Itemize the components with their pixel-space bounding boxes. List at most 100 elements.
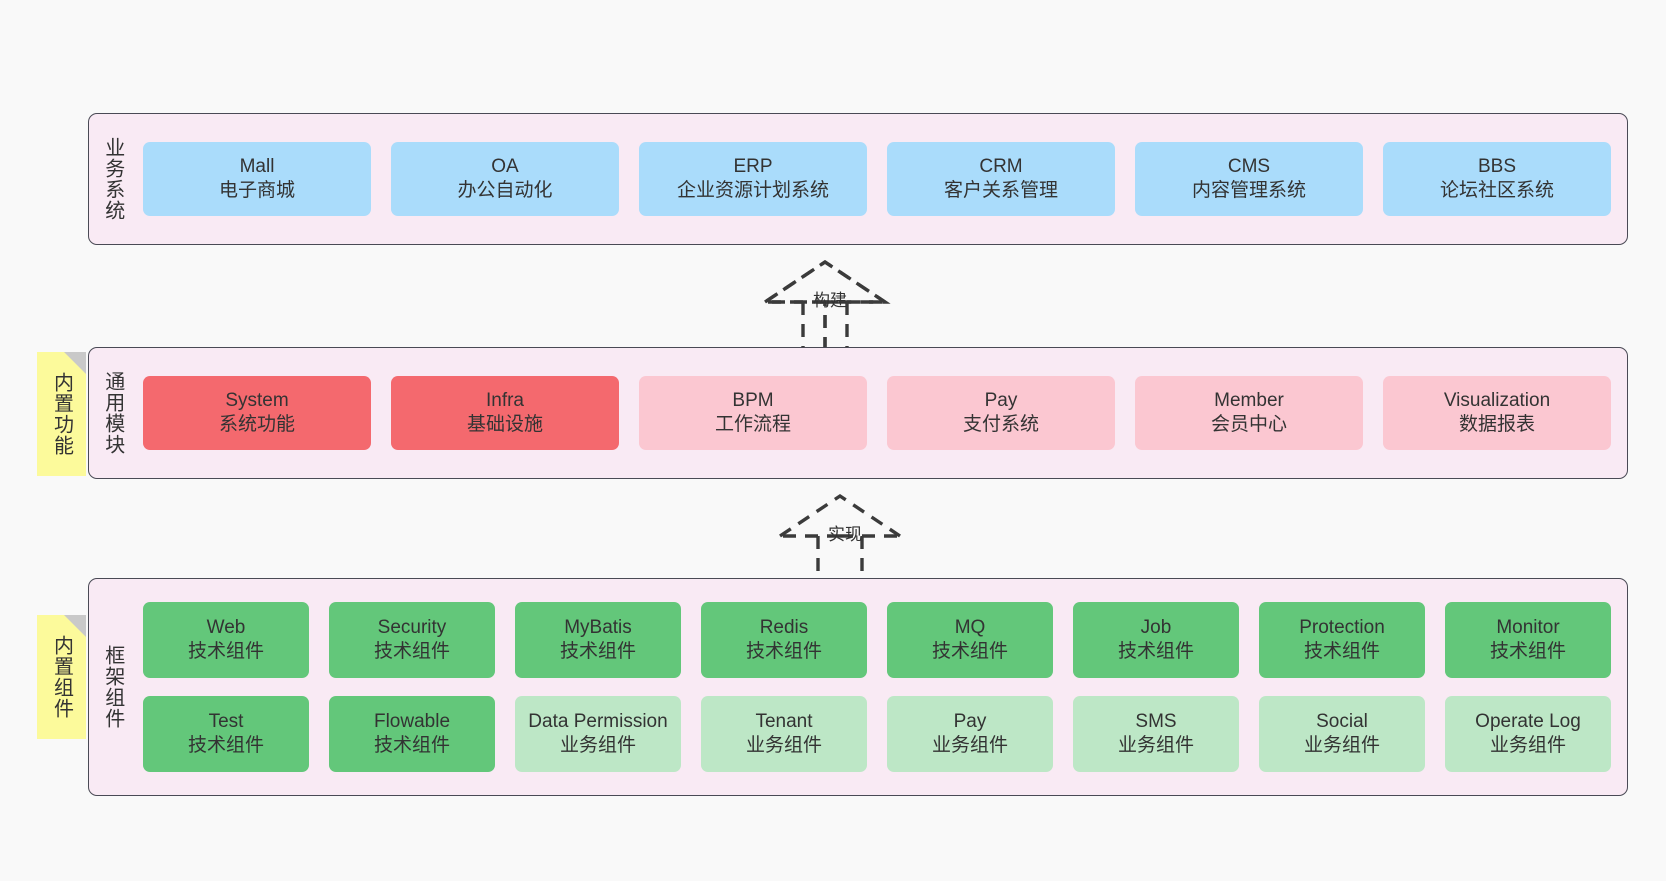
layer-label-business-system: 业务系统	[101, 137, 124, 221]
card-subtitle: 技术组件	[559, 641, 636, 662]
card-security[interactable]: Security 技术组件	[329, 602, 495, 678]
card-subtitle: 客户关系管理	[943, 180, 1058, 201]
card-title: Redis	[759, 616, 809, 638]
card-subtitle: 业务组件	[745, 735, 822, 756]
layer-body-common-module: System 系统功能 Infra 基础设施 BPM 工作流程 Pay 支付系统…	[135, 348, 1627, 478]
card-subtitle: 办公自动化	[457, 180, 553, 201]
card-crm[interactable]: CRM 客户关系管理	[887, 142, 1115, 216]
card-title: Test	[208, 710, 244, 732]
card-title: Monitor	[1496, 616, 1560, 638]
card-title: CRM	[979, 155, 1023, 177]
note-fold-corner-icon	[64, 352, 86, 374]
card-subtitle: 业务组件	[1117, 735, 1194, 756]
card-title: ERP	[733, 155, 773, 177]
card-subtitle: 电子商城	[218, 180, 295, 201]
connector-implement: 实现	[770, 492, 930, 586]
card-subtitle: 企业资源计划系统	[676, 180, 829, 201]
card-subtitle: 技术组件	[1117, 641, 1194, 662]
card-subtitle: 系统功能	[218, 414, 295, 435]
card-title: MQ	[954, 616, 986, 638]
card-system[interactable]: System 系统功能	[143, 376, 371, 450]
card-subtitle: 基础设施	[466, 414, 543, 435]
card-subtitle: 数据报表	[1458, 414, 1535, 435]
connector-build: 构建	[755, 258, 915, 352]
card-title: Operate Log	[1475, 710, 1581, 732]
card-monitor[interactable]: Monitor 技术组件	[1445, 602, 1611, 678]
note-fold-corner-icon	[64, 615, 86, 637]
connector-label-build: 构建	[813, 291, 847, 310]
note-label: 内置功能	[50, 372, 73, 456]
card-title: Data Permission	[528, 710, 668, 732]
card-redis[interactable]: Redis 技术组件	[701, 602, 867, 678]
card-subtitle: 工作流程	[714, 414, 791, 435]
card-title: Security	[377, 616, 447, 638]
card-tenant[interactable]: Tenant 业务组件	[701, 696, 867, 772]
card-cms[interactable]: CMS 内容管理系统	[1135, 142, 1363, 216]
layer-body-business-system: Mall 电子商城 OA 办公自动化 ERP 企业资源计划系统 CRM 客户关系…	[135, 114, 1627, 244]
card-subtitle: 业务组件	[559, 735, 636, 756]
layer-framework-component: 框架组件 Web 技术组件 Security 技术组件 MyBatis 技术组件…	[88, 578, 1628, 796]
card-title: Visualization	[1443, 389, 1551, 411]
layer-label-common-module: 通用模块	[101, 371, 124, 455]
card-mall[interactable]: Mall 电子商城	[143, 142, 371, 216]
note-label: 内置组件	[50, 635, 73, 719]
card-infra[interactable]: Infra 基础设施	[391, 376, 619, 450]
connector-label-implement: 实现	[828, 525, 862, 544]
card-title: Job	[1140, 616, 1172, 638]
card-sms[interactable]: SMS 业务组件	[1073, 696, 1239, 772]
layer-common-module: 通用模块 System 系统功能 Infra 基础设施 BPM 工作流程 Pay…	[88, 347, 1628, 479]
card-title: MyBatis	[564, 616, 632, 638]
card-job[interactable]: Job 技术组件	[1073, 602, 1239, 678]
card-subtitle: 技术组件	[745, 641, 822, 662]
card-subtitle: 技术组件	[373, 735, 450, 756]
card-subtitle: 支付系统	[962, 414, 1039, 435]
card-operate-log[interactable]: Operate Log 业务组件	[1445, 696, 1611, 772]
card-member[interactable]: Member 会员中心	[1135, 376, 1363, 450]
card-oa[interactable]: OA 办公自动化	[391, 142, 619, 216]
card-title: BPM	[732, 389, 774, 411]
card-web[interactable]: Web 技术组件	[143, 602, 309, 678]
layer-body-framework-component: Web 技术组件 Security 技术组件 MyBatis 技术组件 Redi…	[135, 579, 1627, 795]
card-subtitle: 技术组件	[931, 641, 1008, 662]
card-test[interactable]: Test 技术组件	[143, 696, 309, 772]
card-title: System	[225, 389, 289, 411]
card-title: Web	[206, 616, 246, 638]
card-bbs[interactable]: BBS 论坛社区系统	[1383, 142, 1611, 216]
card-subtitle: 内容管理系统	[1191, 180, 1306, 201]
card-row: Mall 电子商城 OA 办公自动化 ERP 企业资源计划系统 CRM 客户关系…	[143, 142, 1611, 216]
card-flowable[interactable]: Flowable 技术组件	[329, 696, 495, 772]
card-title: Member	[1214, 389, 1284, 411]
card-title: Protection	[1299, 616, 1385, 638]
sticky-note-builtin-component: 内置组件	[37, 615, 86, 739]
card-title: Tenant	[755, 710, 813, 732]
card-bpm[interactable]: BPM 工作流程	[639, 376, 867, 450]
card-social[interactable]: Social 业务组件	[1259, 696, 1425, 772]
card-subtitle: 技术组件	[187, 641, 264, 662]
card-mybatis[interactable]: MyBatis 技术组件	[515, 602, 681, 678]
card-subtitle: 技术组件	[1489, 641, 1566, 662]
card-protection[interactable]: Protection 技术组件	[1259, 602, 1425, 678]
card-title: Pay	[953, 710, 987, 732]
card-title: Infra	[485, 389, 525, 411]
card-visualization[interactable]: Visualization 数据报表	[1383, 376, 1611, 450]
card-row: Test 技术组件 Flowable 技术组件 Data Permission …	[143, 696, 1611, 772]
card-title: Social	[1316, 710, 1368, 732]
card-subtitle: 技术组件	[373, 641, 450, 662]
card-pay-module[interactable]: Pay 支付系统	[887, 376, 1115, 450]
card-title: CMS	[1227, 155, 1271, 177]
card-title: OA	[491, 155, 519, 177]
card-row: Web 技术组件 Security 技术组件 MyBatis 技术组件 Redi…	[143, 602, 1611, 678]
card-title: SMS	[1135, 710, 1177, 732]
card-subtitle: 技术组件	[1303, 641, 1380, 662]
card-subtitle: 论坛社区系统	[1439, 180, 1554, 201]
sticky-note-builtin-function: 内置功能	[37, 352, 86, 476]
layer-business-system: 业务系统 Mall 电子商城 OA 办公自动化 ERP 企业资源计划系统 CRM…	[88, 113, 1628, 245]
card-data-permission[interactable]: Data Permission 业务组件	[515, 696, 681, 772]
card-mq[interactable]: MQ 技术组件	[887, 602, 1053, 678]
card-title: Pay	[984, 389, 1018, 411]
card-pay-component[interactable]: Pay 业务组件	[887, 696, 1053, 772]
card-subtitle: 业务组件	[1489, 735, 1566, 756]
card-erp[interactable]: ERP 企业资源计划系统	[639, 142, 867, 216]
card-subtitle: 会员中心	[1210, 414, 1287, 435]
